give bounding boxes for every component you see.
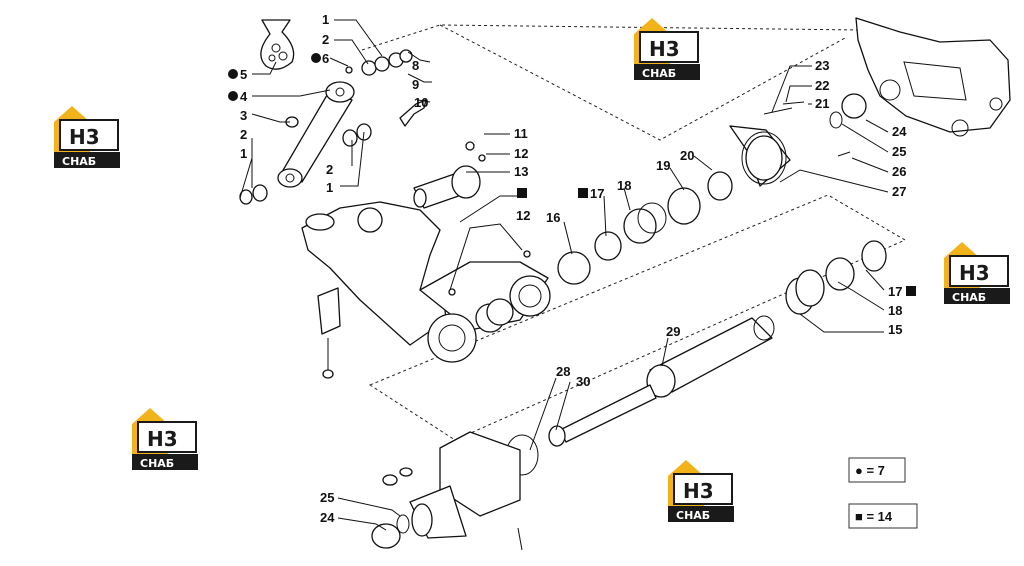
grease-bag-part: [260, 19, 295, 70]
callout-19: 19: [656, 158, 670, 173]
callout-24: 24: [320, 510, 335, 525]
callout-12: 12: [514, 146, 528, 161]
hub-housing: [729, 101, 851, 187]
callout-23: 23: [815, 58, 829, 73]
callout-3: 3: [240, 108, 247, 123]
callout-27: 27: [892, 184, 906, 199]
svg-text:H3: H3: [147, 427, 178, 451]
callout-2: 2: [240, 127, 247, 142]
callout-1: 1: [326, 180, 333, 195]
svg-text:H3: H3: [959, 261, 990, 285]
svg-text:CHAБ: CHAБ: [676, 509, 710, 522]
brand-logo: H3 CHAБ: [53, 105, 121, 169]
callout-20: 20: [680, 148, 694, 163]
grease-fitting: [523, 250, 531, 258]
callout-30: 30: [576, 374, 590, 389]
bullet-square-icon: [906, 286, 916, 296]
bullet-circle-icon: [228, 91, 238, 101]
bullet-square-icon: [517, 188, 527, 198]
svg-text:● = 7: ● = 7: [855, 463, 885, 478]
svg-text:CHAБ: CHAБ: [952, 291, 986, 304]
bracket-bolt: [317, 287, 341, 379]
callout-9: 9: [412, 77, 419, 92]
callout-16: 16: [546, 210, 560, 225]
hydraulic-cylinder: [277, 81, 355, 188]
drive-shaft: [548, 315, 775, 447]
legend-circle: ● = 7: [848, 457, 906, 483]
svg-text:H3: H3: [649, 37, 680, 61]
callout-25: 25: [892, 144, 906, 159]
brand-logo: H3 CHAБ: [667, 459, 735, 523]
callout-18: 18: [617, 178, 631, 193]
callout-18: 18: [888, 303, 902, 318]
callout-24: 24: [892, 124, 907, 139]
callout-8: 8: [412, 58, 419, 73]
phantom-line-right: [439, 24, 846, 141]
bullet-circle-icon: [311, 53, 321, 63]
callout-13: 13: [514, 164, 528, 179]
callout-15: 15: [888, 322, 902, 337]
svg-text:H3: H3: [69, 125, 100, 149]
callout-28: 28: [556, 364, 570, 379]
bearing-set-upper: [557, 171, 733, 285]
callout-6: 6: [322, 51, 329, 66]
svg-text:H3: H3: [683, 479, 714, 503]
brand-logo: H3 CHAБ: [943, 241, 1011, 305]
svg-text:■ = 14: ■ = 14: [855, 509, 893, 524]
phantom-line-top: [361, 24, 861, 51]
callout-25: 25: [320, 490, 334, 505]
pivot-pin: [413, 141, 486, 209]
callout-2: 2: [322, 32, 329, 47]
callout-11: 11: [514, 126, 528, 141]
lower-hub: [371, 431, 523, 551]
callout-4: 4: [240, 89, 248, 104]
legend-square: ■ = 14: [848, 503, 918, 529]
bullet-circle-icon: [228, 69, 238, 79]
leader-lines: [239, 19, 889, 531]
callout-22: 22: [815, 78, 829, 93]
svg-text:CHAБ: CHAБ: [642, 67, 676, 80]
callout-1: 1: [240, 146, 247, 161]
callout-2: 2: [326, 162, 333, 177]
phantom-box-shaft: [368, 194, 907, 441]
bullet-square-icon: [578, 188, 588, 198]
axle-frame: [855, 17, 1011, 137]
callout-1: 1: [322, 12, 329, 27]
callout-17: 17: [888, 284, 902, 299]
bearing-set-lower: [785, 240, 887, 315]
callout-17: 17: [590, 186, 604, 201]
callout-5: 5: [240, 67, 247, 82]
grease-fitting: [448, 288, 456, 296]
brand-logo: H3 CHAБ: [633, 17, 701, 81]
brand-logo: H3 CHAБ: [131, 407, 199, 471]
callout-29: 29: [666, 324, 680, 339]
seal-set-upper: [829, 93, 867, 129]
callout-21: 21: [815, 96, 829, 111]
svg-text:CHAБ: CHAБ: [140, 457, 174, 470]
callout-26: 26: [892, 164, 906, 179]
swing-arm: [301, 201, 551, 363]
callout-12: 12: [516, 208, 530, 223]
svg-text:CHAБ: CHAБ: [62, 155, 96, 168]
callout-10: 10: [414, 95, 428, 110]
